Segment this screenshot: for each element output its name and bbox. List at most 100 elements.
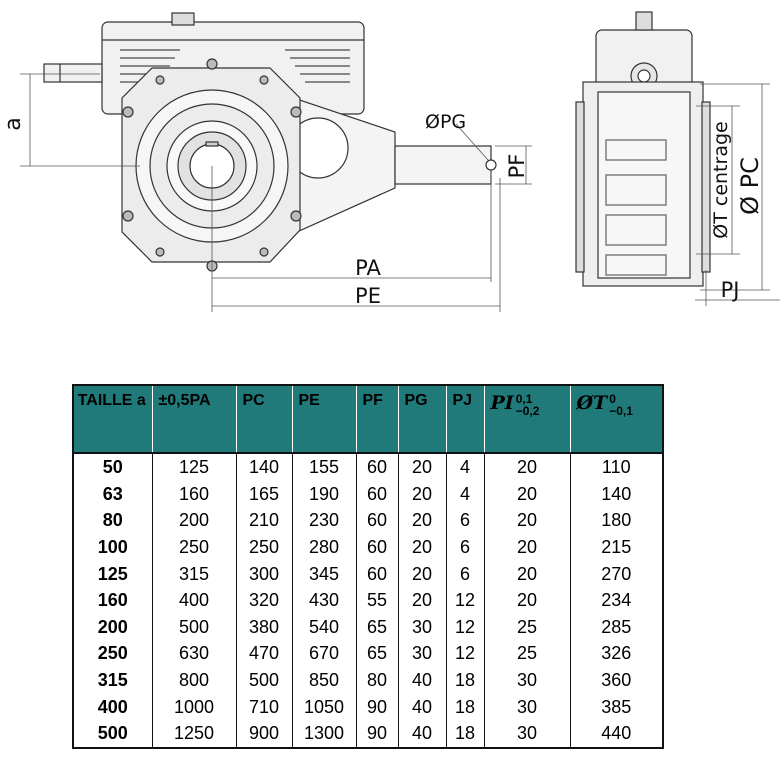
- cell-pi: 20: [483, 533, 570, 561]
- cell-pe: 540: [291, 613, 356, 641]
- cell-pg: 40: [397, 666, 446, 694]
- cell-pj: 6: [445, 533, 484, 561]
- cell-pa: 1000: [151, 693, 236, 720]
- cell-pf: 90: [355, 693, 398, 720]
- cell-pi: 30: [483, 693, 570, 720]
- cell-taille: 400: [97, 696, 128, 717]
- cell-taille: 80: [102, 510, 123, 531]
- cell-pf: 80: [355, 666, 398, 694]
- cell-pj: 12: [445, 613, 484, 641]
- cell-pa: 125: [151, 453, 236, 481]
- header-pg: PG: [397, 385, 446, 454]
- cell-pj: 4: [445, 453, 484, 481]
- cell-t: 360: [569, 666, 663, 694]
- label-pj: PJ: [721, 278, 740, 302]
- cell-pc: 470: [235, 640, 292, 667]
- header-t-lower: −0,1: [609, 403, 633, 418]
- cell-t: 440: [569, 719, 663, 748]
- cell-pe: 1300: [291, 719, 356, 748]
- cell-pa: 250: [151, 533, 236, 561]
- side-dimension-lines: [695, 83, 780, 306]
- cell-pa: 800: [151, 666, 236, 694]
- side-view: [575, 11, 711, 287]
- cell-pi: 20: [483, 586, 570, 614]
- cell-pj: 18: [445, 719, 484, 748]
- cell-pc: 500: [235, 666, 292, 694]
- cell-pi: 30: [483, 719, 570, 748]
- cell-pi: 20: [483, 507, 570, 534]
- cell-pj: 6: [445, 507, 484, 534]
- cell-pe: 280: [291, 533, 356, 561]
- cell-pg: 30: [397, 613, 446, 641]
- cell-taille: 200: [97, 616, 128, 637]
- label-pf: PF: [505, 154, 529, 179]
- cell-pg: 20: [397, 586, 446, 614]
- label-a: a: [1, 117, 26, 130]
- cell-pj: 6: [445, 560, 484, 587]
- cell-pg: 20: [397, 507, 446, 534]
- cell-pg: 20: [397, 480, 446, 508]
- cell-pc: 900: [235, 719, 292, 748]
- cell-pa: 315: [151, 560, 236, 587]
- cell-pg: 20: [397, 453, 446, 481]
- cell-t: 385: [569, 693, 663, 720]
- cell-taille: 100: [97, 537, 128, 558]
- cell-pi: 20: [483, 453, 570, 481]
- cell-pi: 20: [483, 480, 570, 508]
- cell-pg: 30: [397, 640, 446, 667]
- cell-pe: 190: [291, 480, 356, 508]
- cell-pf: 65: [355, 613, 398, 641]
- header-taille: TAILLE a: [73, 385, 152, 454]
- cell-pe: 850: [291, 666, 356, 694]
- label-pc: Ø PC: [736, 157, 764, 215]
- dimension-lines: [20, 73, 532, 312]
- cell-pg: 20: [397, 560, 446, 587]
- cell-pa: 500: [151, 613, 236, 641]
- cell-pe: 430: [291, 586, 356, 614]
- cell-pc: 380: [235, 613, 292, 641]
- label-pe: PE: [355, 284, 381, 308]
- cell-taille: 50: [102, 457, 123, 478]
- cell-t: 110: [569, 453, 663, 481]
- main-flange: [121, 58, 302, 272]
- cell-pc: 300: [235, 560, 292, 587]
- header-pi-symbol: PI: [490, 392, 514, 414]
- label-t-centrage: ØT centrage: [710, 121, 732, 238]
- cell-pj: 4: [445, 480, 484, 508]
- cell-t: 234: [569, 586, 663, 614]
- header-pe: PE: [291, 385, 356, 454]
- cell-pf: 65: [355, 640, 398, 667]
- cell-pc: 320: [235, 586, 292, 614]
- cell-pa: 1250: [151, 719, 236, 748]
- cell-pj: 18: [445, 666, 484, 694]
- cell-t: 180: [569, 507, 663, 534]
- cell-pa: 160: [151, 480, 236, 508]
- cell-t: 215: [569, 533, 663, 561]
- cell-pc: 210: [235, 507, 292, 534]
- cell-pa: 400: [151, 586, 236, 614]
- cell-pj: 12: [445, 640, 484, 667]
- header-pj: PJ: [445, 385, 484, 454]
- cell-pg: 40: [397, 693, 446, 720]
- cell-pa: 630: [151, 640, 236, 667]
- cell-pf: 60: [355, 453, 398, 481]
- cell-pc: 140: [235, 453, 292, 481]
- cell-pj: 18: [445, 693, 484, 720]
- cell-pc: 165: [235, 480, 292, 508]
- cell-pe: 670: [291, 640, 356, 667]
- input-shaft: [43, 63, 103, 83]
- cell-pe: 155: [291, 453, 356, 481]
- cell-taille: 315: [97, 670, 128, 691]
- label-pg: ØPG: [425, 111, 466, 133]
